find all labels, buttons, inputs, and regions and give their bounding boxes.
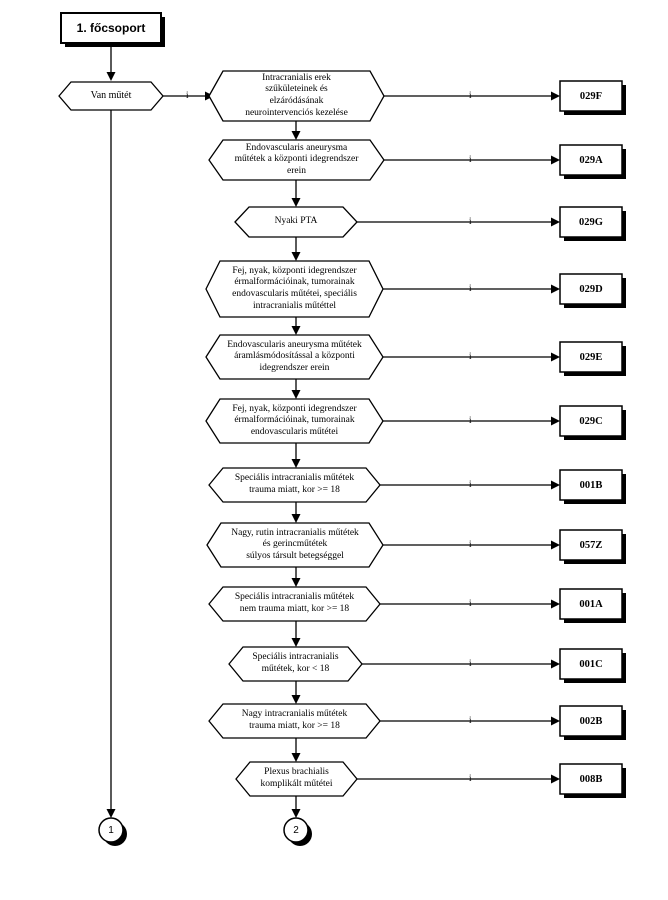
no-arrow: [291, 459, 301, 468]
code-box: [559, 144, 623, 176]
no-arrow: [291, 753, 301, 762]
decision-step-label: Intracranialis erek szűkületeinek és elz…: [245, 72, 348, 118]
yes-label: i: [469, 90, 472, 100]
no-arrow: [291, 578, 301, 587]
yes-label: i: [469, 658, 472, 668]
yes-label: i: [469, 773, 472, 783]
drg-code: 029C: [579, 415, 603, 427]
start-decision-label: Van műtét: [90, 89, 132, 101]
yes-arrow: [551, 540, 560, 550]
no-arrow: [291, 514, 301, 523]
start-yes-label: i: [186, 90, 189, 100]
code-box: [559, 763, 623, 795]
no-arrow: [291, 695, 301, 704]
drg-code: 029E: [579, 351, 603, 363]
decision-step-label: Nyaki PTA: [274, 216, 318, 227]
connector-number: 1: [108, 824, 114, 836]
yes-arrow: [551, 774, 560, 784]
drg-code: 029D: [579, 283, 603, 295]
yes-label: i: [469, 154, 472, 164]
drg-code: 001C: [579, 658, 603, 670]
title-box: [60, 12, 162, 44]
no-arrow: [291, 390, 301, 399]
drg-code: 029F: [579, 90, 603, 102]
no-arrow: [291, 198, 301, 207]
connector-number: 2: [293, 824, 299, 836]
yes-arrow: [551, 91, 560, 101]
yes-arrow: [551, 599, 560, 609]
no-arrow: [291, 809, 301, 818]
yes-label: i: [469, 415, 472, 425]
drg-code: 001A: [579, 598, 603, 610]
code-box: [559, 80, 623, 112]
code-box: [559, 529, 623, 561]
drg-code: 001B: [579, 479, 603, 491]
yes-arrow: [551, 659, 560, 669]
decision-step-label: Speciális intracranialis műtétek, kor < …: [252, 652, 339, 674]
no-arrow: [291, 131, 301, 140]
code-box: [559, 648, 623, 680]
code-box: [559, 341, 623, 373]
yes-label: i: [469, 715, 472, 725]
yes-arrow: [551, 155, 560, 165]
code-box: [559, 705, 623, 737]
offpage-connector: [98, 817, 124, 843]
drg-code: 057Z: [579, 539, 603, 551]
yes-arrow: [551, 480, 560, 490]
yes-label: i: [469, 479, 472, 489]
drg-code: 002B: [579, 715, 603, 727]
code-box: [559, 588, 623, 620]
drg-code: 029G: [579, 216, 603, 228]
yes-label: i: [469, 598, 472, 608]
code-box: [559, 206, 623, 238]
offpage-connector: [283, 817, 309, 843]
drg-code: 008B: [579, 773, 603, 785]
yes-arrow: [551, 716, 560, 726]
decision-step-label: Nagy intracranialis műtétek trauma miatt…: [241, 709, 348, 731]
yes-label: i: [469, 539, 472, 549]
yes-arrow: [551, 416, 560, 426]
code-box: [559, 405, 623, 437]
drg-code: 029A: [579, 154, 603, 166]
decision-step-label: Nagy, rutin intracranialis műtétek és ge…: [231, 527, 359, 561]
yes-arrow: [551, 284, 560, 294]
code-box: [559, 273, 623, 305]
decision-step-label: Plexus brachialis komplikált műtétei: [260, 767, 333, 789]
left-flow-arrow: [106, 809, 116, 818]
page-title: 1. főcsoport: [76, 21, 146, 35]
decision-step-label: Fej, nyak, központi idegrendszer érmalfo…: [232, 403, 357, 437]
title-arrow: [106, 72, 116, 81]
decision-step-label: Endovascularis aneurysma műtétek áramlás…: [227, 339, 362, 373]
yes-arrow: [551, 217, 560, 227]
decision-step-label: Fej, nyak, központi idegrendszer érmalfo…: [232, 265, 357, 311]
no-arrow: [291, 252, 301, 261]
no-arrow: [291, 638, 301, 647]
yes-label: i: [469, 283, 472, 293]
no-arrow: [291, 326, 301, 335]
yes-arrow: [551, 352, 560, 362]
decision-step-label: Endovascularis aneurysma műtétek a közpo…: [234, 142, 359, 176]
code-box: [559, 469, 623, 501]
decision-step-label: Speciális intracranialis műtétek nem tra…: [234, 592, 355, 614]
decision-step-label: Speciális intracranialis műtétek trauma …: [234, 473, 355, 495]
yes-label: i: [469, 216, 472, 226]
yes-label: i: [469, 351, 472, 361]
